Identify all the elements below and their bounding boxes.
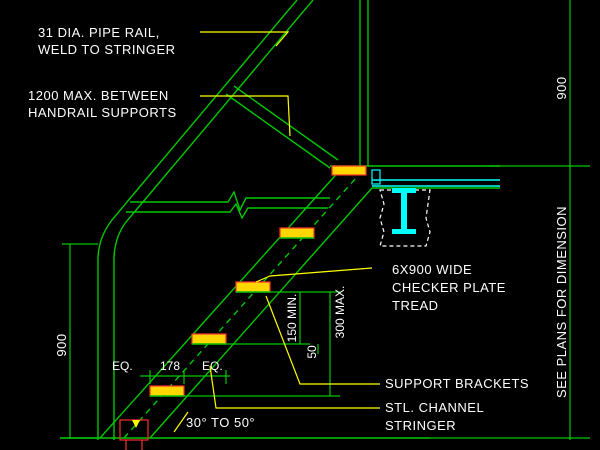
label-support-brackets: SUPPORT BRACKETS xyxy=(385,376,529,391)
leader-channel xyxy=(209,365,380,409)
handrail-pipe-outer xyxy=(131,0,298,197)
dim-nosing: 50 xyxy=(305,345,319,359)
stringer-hidden xyxy=(123,177,357,439)
stair-structure xyxy=(60,0,500,440)
label-channel-line2: STRINGER xyxy=(385,418,456,433)
bottom-anchor xyxy=(119,419,149,450)
tread-top xyxy=(331,165,367,176)
label-max-between-line2: HANDRAIL SUPPORTS xyxy=(28,105,177,120)
strut-a xyxy=(225,93,331,169)
tread-1 xyxy=(149,385,185,397)
dim-rise-min: 150 MIN. xyxy=(285,294,299,343)
label-angle: 30° TO 50° xyxy=(186,415,255,430)
bracket-top xyxy=(371,169,381,185)
dim-rail-height-left: 900 xyxy=(54,333,69,356)
mid-rail-upper xyxy=(130,190,330,212)
leader-angle xyxy=(173,411,189,433)
label-pipe-rail-line2: WELD TO STRINGER xyxy=(38,42,176,57)
handrail-post-inner xyxy=(113,195,149,440)
dim-eq-right: EQ. xyxy=(202,359,223,373)
tread-3 xyxy=(235,281,271,293)
dim-rail-height-top: 900 xyxy=(554,76,569,99)
mid-rail-lower xyxy=(126,202,328,220)
right-dimension xyxy=(430,0,590,440)
handrail-post-outer xyxy=(97,195,133,440)
beam-web xyxy=(401,193,407,229)
label-pipe-rail-line1: 31 DIA. PIPE RAIL, xyxy=(38,25,160,40)
label-tread-line1: 6X900 WIDE xyxy=(392,262,472,277)
leader-support-brackets xyxy=(265,295,380,385)
label-tread-line3: TREAD xyxy=(392,298,439,313)
leaders xyxy=(173,31,380,433)
label-max-between-line1: 1200 MAX. BETWEEN xyxy=(28,88,169,103)
leader-tread xyxy=(255,267,373,283)
label-channel-line1: STL. CHANNEL xyxy=(385,400,484,415)
dim-tread-depth: 178 xyxy=(160,359,180,373)
stringer-top xyxy=(99,167,343,439)
strut-b xyxy=(233,85,339,161)
treads xyxy=(149,165,367,397)
tread-4 xyxy=(279,227,315,239)
leader-pipe-rail xyxy=(200,31,290,47)
dim-rise-max: 300 MAX. xyxy=(333,286,347,339)
leader-handrail-supports xyxy=(200,95,291,137)
label-tread-line2: CHECKER PLATE xyxy=(392,280,506,295)
dim-eq-left: EQ. xyxy=(112,359,133,373)
see-plans-label: SEE PLANS FOR DIMENSION xyxy=(554,206,569,398)
concrete-outline xyxy=(379,189,431,247)
left-dimension xyxy=(62,243,98,439)
beam-flange-top xyxy=(392,188,416,193)
rise-dimension xyxy=(184,291,340,397)
tread-2 xyxy=(191,333,227,345)
landing-beam xyxy=(371,169,500,247)
beam-flange-bottom xyxy=(392,229,416,234)
tread-dimension xyxy=(140,370,230,384)
